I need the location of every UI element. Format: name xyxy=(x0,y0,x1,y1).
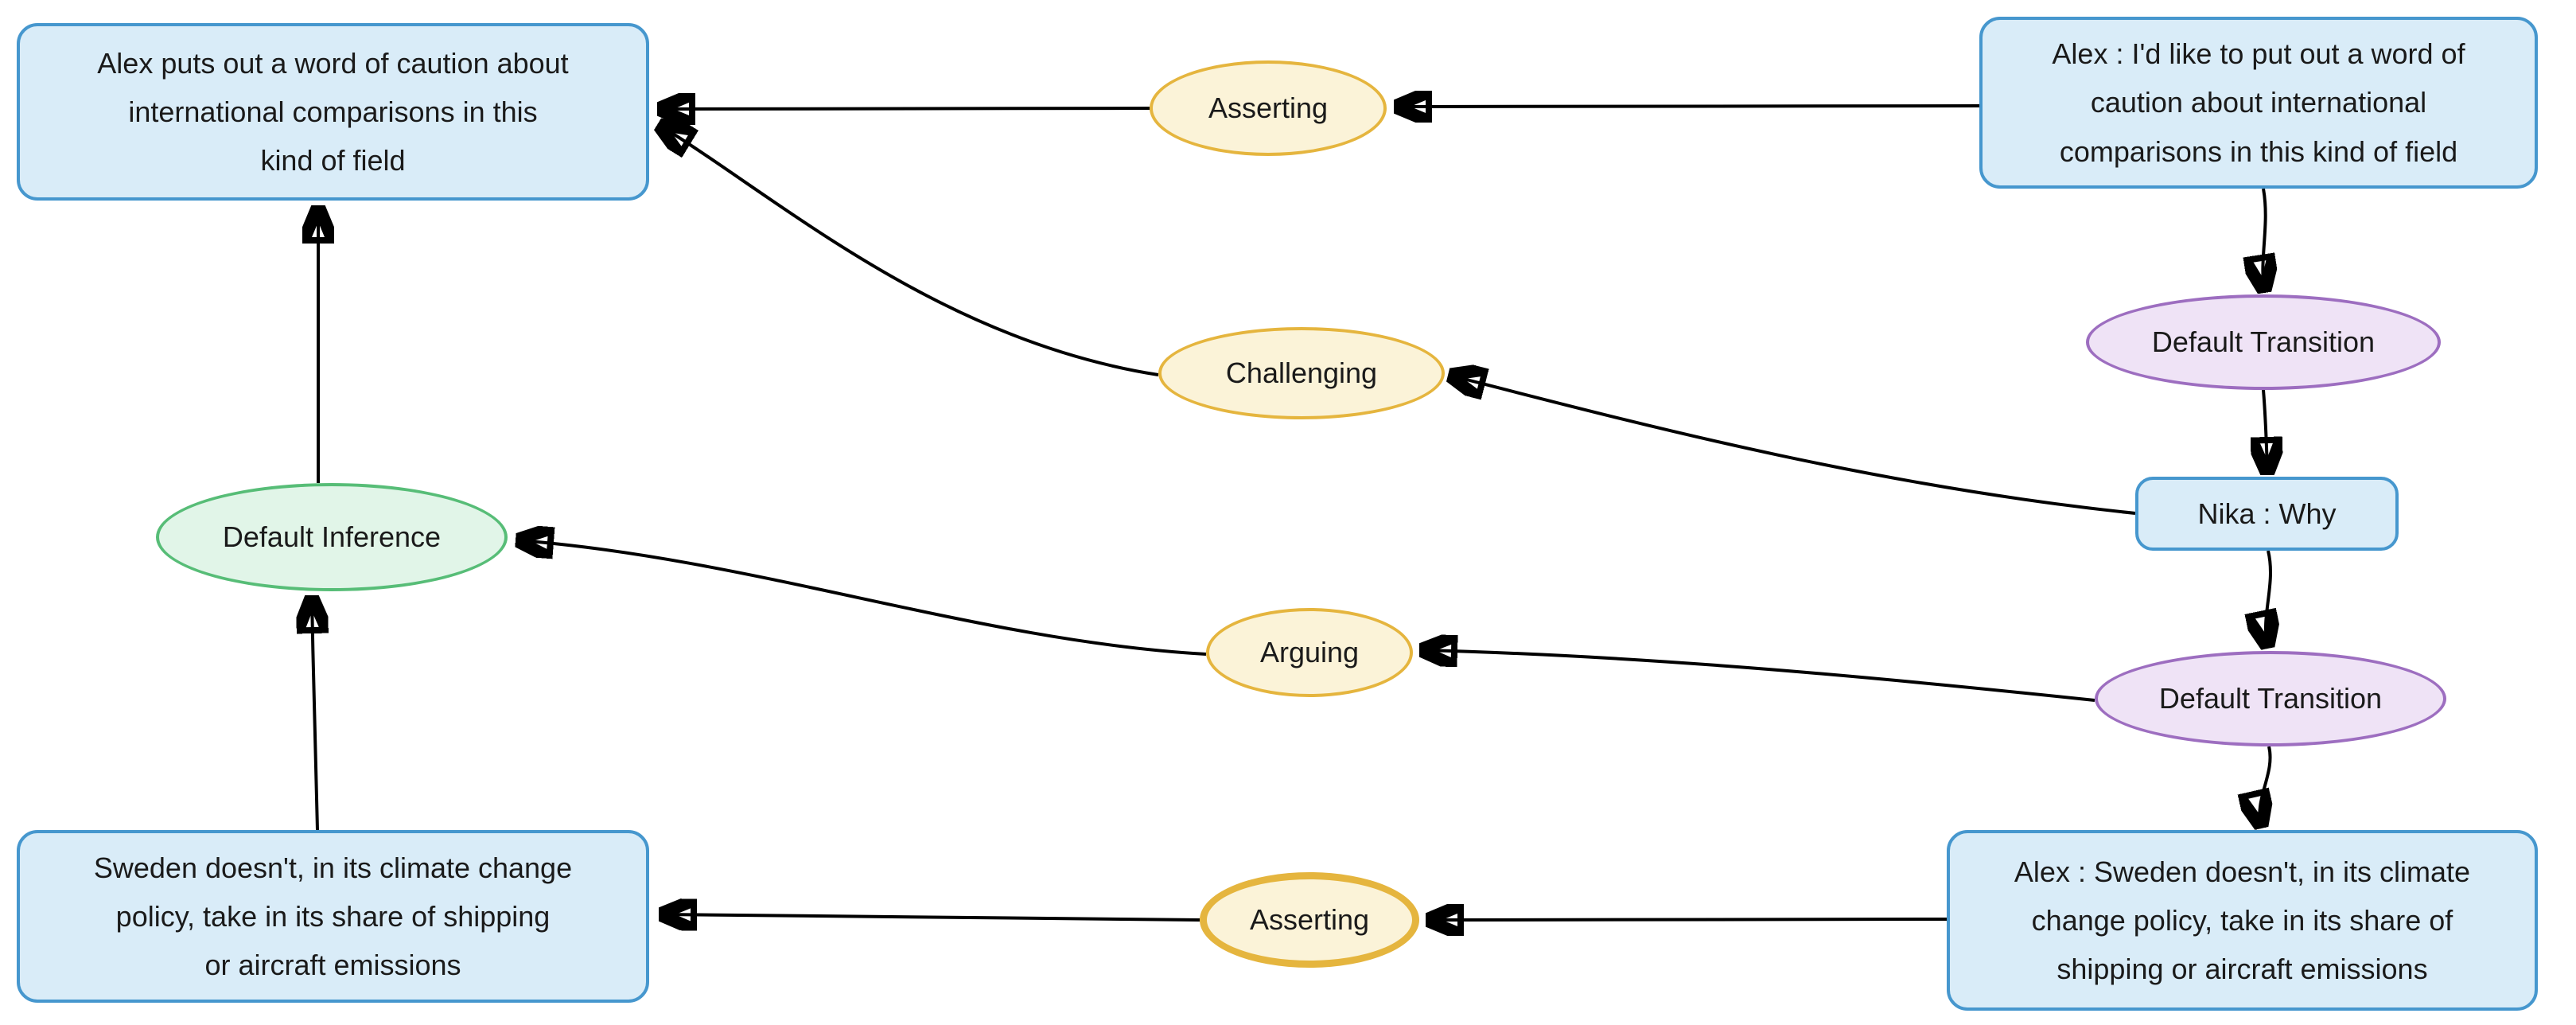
node-label: Arguing xyxy=(1259,636,1360,669)
speech-node-arguing[interactable]: Arguing xyxy=(1206,608,1413,697)
node-label: Asserting xyxy=(1249,903,1370,937)
edge-transition-1-to-nika-why xyxy=(2263,389,2267,472)
edge-transition-2-to-locution-sweden xyxy=(2259,746,2270,825)
edge-arguing-to-default-inference xyxy=(519,540,1207,656)
inference-node-default[interactable]: Default Inference xyxy=(156,483,508,591)
node-label: Nika : Why xyxy=(2197,497,2337,530)
speech-node-asserting-bottom[interactable]: Asserting xyxy=(1200,872,1419,968)
edge-nika-why-to-challenging xyxy=(1451,376,2136,515)
node-label: Default Transition xyxy=(2151,325,2376,359)
transition-node-2[interactable]: Default Transition xyxy=(2095,651,2446,746)
edge-locution-caution-to-asserting-top xyxy=(1397,106,1980,107)
edge-locution-sweden-to-asserting-bottom xyxy=(1429,919,1948,920)
edge-statement-sweden-to-default-inference xyxy=(312,598,317,831)
node-label: Default Transition xyxy=(2158,682,2383,715)
node-label: Alex : Sweden doesn't, in its climate ch… xyxy=(2014,855,2471,986)
statement-node-alex-caution[interactable]: Alex puts out a word of caution about in… xyxy=(17,23,649,201)
locution-node-alex-sweden[interactable]: Alex : Sweden doesn't, in its climate ch… xyxy=(1947,830,2538,1011)
node-label: Asserting xyxy=(1208,92,1329,125)
node-label: Default Inference xyxy=(222,520,442,554)
edge-challenging-to-statement-caution xyxy=(660,126,1159,376)
node-label: Challenging xyxy=(1225,357,1378,390)
node-label: Alex : I'd like to put out a word of cau… xyxy=(2052,37,2465,168)
node-label: Alex puts out a word of caution about in… xyxy=(97,46,569,177)
locution-node-nika-why[interactable]: Nika : Why xyxy=(2135,477,2399,551)
edge-asserting-bottom-to-statement-sweden xyxy=(662,914,1200,920)
speech-node-asserting-top[interactable]: Asserting xyxy=(1150,60,1387,156)
speech-node-challenging[interactable]: Challenging xyxy=(1158,327,1445,419)
edge-locution-caution-to-transition-1 xyxy=(2263,188,2265,290)
edge-asserting-top-to-statement-caution xyxy=(660,108,1150,109)
locution-node-alex-caution[interactable]: Alex : I'd like to put out a word of cau… xyxy=(1979,17,2538,189)
edge-nika-why-to-transition-2 xyxy=(2266,550,2271,645)
node-label: Sweden doesn't, in its climate change po… xyxy=(93,851,573,982)
edge-transition-2-to-arguing xyxy=(1422,650,2095,702)
transition-node-1[interactable]: Default Transition xyxy=(2086,294,2441,390)
statement-node-sweden[interactable]: Sweden doesn't, in its climate change po… xyxy=(17,830,649,1003)
